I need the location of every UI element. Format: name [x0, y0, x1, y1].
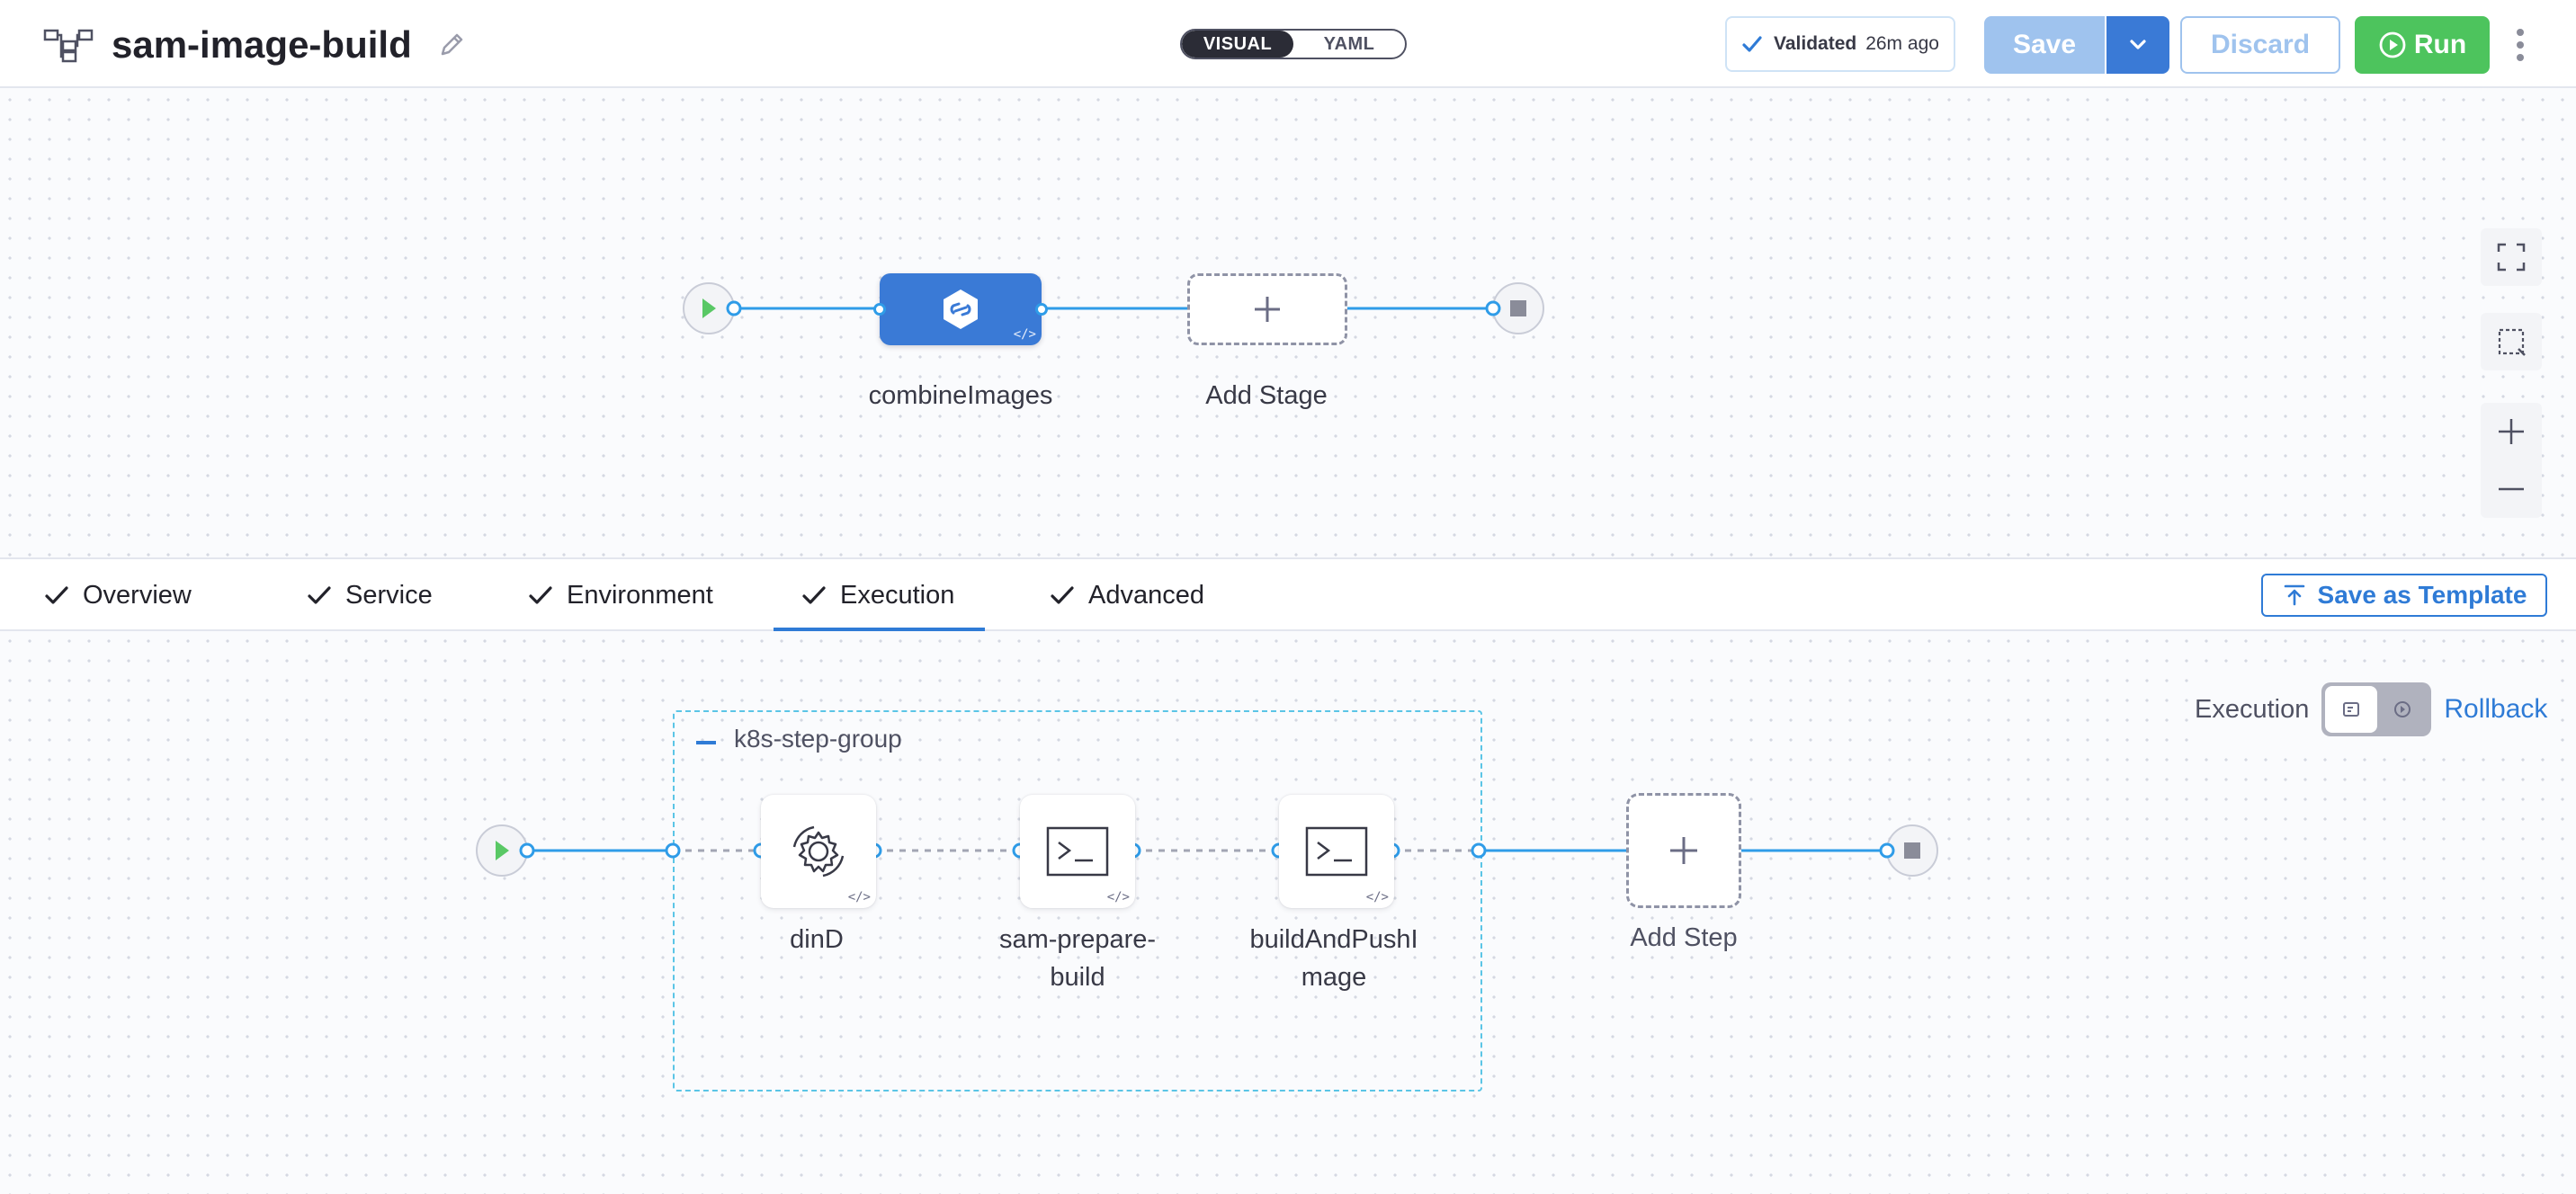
step-node-sam-prepare-build[interactable]: </> [1020, 795, 1135, 908]
yaml-mode-tab[interactable]: YAML [1323, 33, 1375, 54]
collapse-icon[interactable] [696, 741, 716, 744]
pipeline-end-node [1485, 282, 1544, 334]
yaml-icon: </> [1013, 327, 1036, 342]
plus-icon [1255, 297, 1280, 322]
save-split-button: Save [1984, 16, 2169, 74]
zoom-in-icon[interactable] [2481, 403, 2542, 460]
rollback-link[interactable]: Rollback [2444, 694, 2548, 724]
play-circle-icon [2379, 31, 2406, 58]
step-label: dinD [790, 925, 844, 954]
execution-graph [476, 824, 1938, 877]
save-as-template-label: Save as Template [2317, 581, 2527, 609]
step-label: buildAndPushImage [1249, 925, 1418, 992]
check-icon [45, 586, 68, 604]
more-options-icon[interactable] [2508, 23, 2533, 67]
zoom-controls [2481, 403, 2542, 518]
add-step-button[interactable] [1626, 793, 1741, 908]
visual-yaml-toggle[interactable]: VISUAL YAML [1180, 29, 1407, 59]
check-icon [802, 586, 826, 604]
save-as-template-button[interactable]: Save as Template [2261, 574, 2547, 617]
add-stage-label: Add Stage [1205, 381, 1328, 410]
canvas-tools-select [2481, 313, 2542, 370]
yaml-icon: </> [1106, 890, 1130, 904]
chevron-down-icon [2130, 40, 2146, 49]
pipeline-stage-canvas[interactable]: </> combineImages Add Stage [0, 90, 2576, 557]
tab-label: Environment [567, 580, 713, 610]
check-icon [1742, 36, 1762, 52]
tab-service[interactable]: Service [306, 559, 433, 631]
canvas-tools-top [2481, 228, 2542, 286]
check-icon [308, 586, 331, 604]
tab-label: Advanced [1088, 580, 1204, 610]
stage-input-port [873, 303, 886, 316]
zoom-out-icon[interactable] [2481, 460, 2542, 518]
execution-canvas[interactable]: Execution Rollback k8s-step-group [0, 631, 2576, 1194]
selection-box-icon[interactable] [2481, 313, 2542, 370]
validation-status-badge[interactable]: Validated 26m ago [1725, 16, 1955, 72]
pipeline-title: sam-image-build [112, 23, 412, 66]
terminal-icon [1305, 826, 1368, 877]
visual-mode-tab[interactable]: VISUAL [1182, 31, 1293, 58]
stage-graph [683, 282, 1544, 334]
tab-label: Overview [83, 580, 192, 610]
rollback-view-icon[interactable] [2379, 686, 2426, 733]
terminal-icon [1046, 826, 1109, 877]
check-icon [529, 586, 552, 604]
pipeline-start-node [683, 282, 742, 334]
stage-label: combineImages [868, 381, 1053, 410]
execution-rollback-toggle-panel: Execution Rollback [2195, 674, 2554, 744]
pipeline-link-icon [944, 290, 978, 329]
step-node-buildandpushimage[interactable]: </> [1279, 795, 1394, 908]
plus-icon [1670, 837, 1697, 864]
tab-advanced[interactable]: Advanced [1049, 559, 1204, 631]
tab-environment[interactable]: Environment [527, 559, 713, 631]
run-button-label: Run [2413, 30, 2467, 59]
fit-to-screen-icon[interactable] [2481, 228, 2542, 286]
tab-label: Execution [840, 580, 955, 610]
discard-button[interactable]: Discard [2180, 16, 2340, 74]
step-group-container[interactable]: k8s-step-group [673, 710, 1482, 1092]
upload-icon [2284, 584, 2304, 606]
pipeline-studio-icon [43, 29, 94, 63]
save-options-dropdown[interactable] [2105, 16, 2169, 74]
step-group-title: k8s-step-group [734, 725, 902, 753]
validation-time: 26m ago [1865, 33, 1939, 54]
step-node-dind[interactable]: </> [761, 795, 876, 908]
save-button[interactable]: Save [1984, 16, 2105, 74]
execution-rollback-switch[interactable] [2321, 682, 2432, 736]
run-button[interactable]: Run [2355, 16, 2490, 74]
stage-node-combineimages[interactable]: </> [873, 273, 1048, 345]
check-icon [1051, 586, 1074, 604]
gear-icon [792, 825, 845, 878]
stage-tabs: Overview Service Environment Execution A… [0, 557, 2576, 631]
pipeline-header: sam-image-build VISUAL YAML Validated 26… [0, 0, 2576, 88]
tab-overview[interactable]: Overview [43, 559, 192, 631]
execution-toggle-label: Execution [2195, 694, 2310, 724]
add-stage-button[interactable] [1187, 273, 1347, 345]
yaml-icon: </> [1365, 890, 1389, 904]
tab-execution[interactable]: Execution [773, 559, 986, 631]
execution-view-icon[interactable] [2325, 686, 2378, 733]
step-label: sam-prepare-build [998, 925, 1157, 992]
yaml-icon: </> [847, 890, 871, 904]
validation-status-label: Validated [1774, 33, 1857, 54]
stage-output-port [1035, 303, 1048, 316]
pencil-icon[interactable] [435, 29, 468, 61]
add-step-label: Add Step [1630, 923, 1738, 952]
tab-label: Service [345, 580, 433, 610]
